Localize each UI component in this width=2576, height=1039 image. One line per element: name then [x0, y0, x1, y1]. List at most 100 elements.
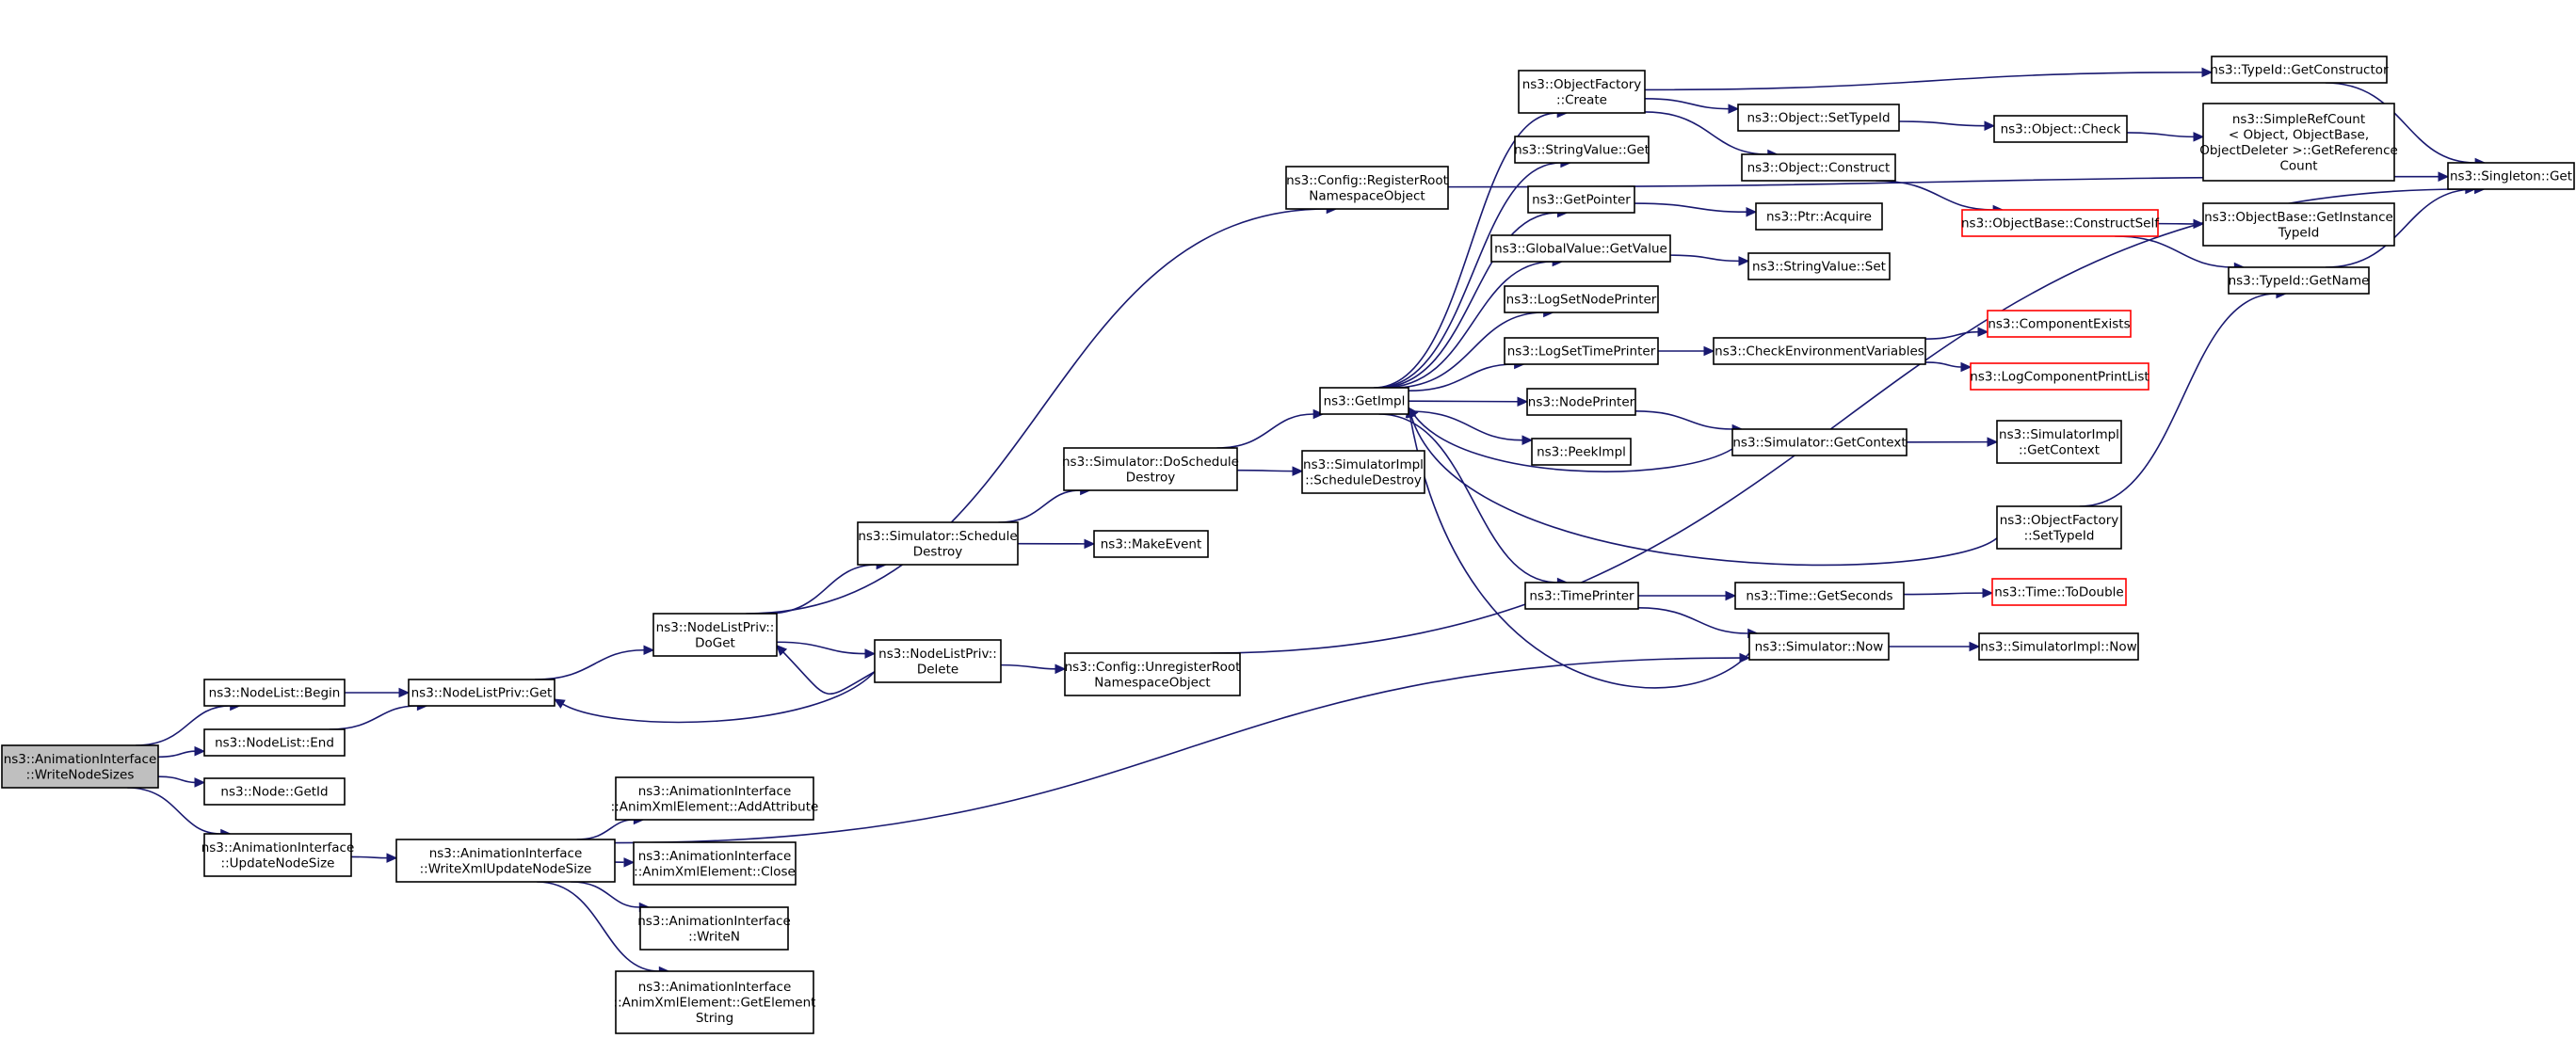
node-get-elem[interactable]: ns3::AnimationInterface::AnimXmlElement:…: [614, 970, 816, 1034]
edge-getpointer-to-ptr-acquire: [1634, 202, 1747, 214]
node-simplerefcount[interactable]: ns3::SimpleRefCount< Object, ObjectBase,…: [2199, 103, 2398, 182]
node-singleton-get[interactable]: ns3::Singleton::Get: [2447, 162, 2575, 190]
node-label-line: String: [696, 1011, 733, 1026]
node-box: [615, 776, 814, 821]
arrowhead: [1738, 256, 1750, 266]
node-label-line: NamespaceObject: [1094, 675, 1210, 690]
arrowhead: [398, 687, 411, 698]
node-label-line: ns3::ObjectFactory: [2000, 513, 2119, 528]
edge-objfactory-create-to-object-construct: [1644, 111, 1768, 155]
node-label-line: ns3::Config::RegisterRoot: [1286, 173, 1448, 188]
node-nl-end[interactable]: ns3::NodeList::End: [203, 728, 346, 757]
edge-sim-now-to-getimpl: [1409, 416, 1750, 689]
node-nlp-doget[interactable]: ns3::NodeListPriv::DoGet: [652, 613, 778, 657]
node-write-xml[interactable]: ns3::AnimationInterface::WriteXmlUpdateN…: [395, 839, 616, 883]
node-getimpl[interactable]: ns3::GetImpl: [1319, 387, 1409, 415]
node-box: [633, 841, 797, 886]
node-label-line: Count: [2279, 158, 2317, 173]
arrowhead: [1521, 435, 1534, 445]
node-time-todouble[interactable]: ns3::Time::ToDouble: [1991, 578, 2127, 606]
node-simimpl-now[interactable]: ns3::SimulatorImpl::Now: [1978, 632, 2139, 661]
node-timeprinter[interactable]: ns3::TimePrinter: [1524, 582, 1639, 610]
arrowhead: [1517, 396, 1529, 408]
edge-objfactory-settypeid-to-typeid-getname: [2079, 293, 2277, 507]
node-box: [1734, 582, 1905, 610]
node-add-attr[interactable]: ns3::AnimationInterface::AnimXmlElement:…: [611, 776, 819, 821]
node-sim-sched-destroy[interactable]: ns3::Simulator::ScheduleDestroy: [857, 521, 1019, 566]
node-globalvalue-getvalue[interactable]: ns3::GlobalValue::GetValue: [1490, 234, 1671, 263]
node-root[interactable]: ns3::AnimationInterface::WriteNodeSizes: [1, 744, 159, 789]
node-label-line: ns3::Ptr::Acquire: [1766, 210, 1872, 225]
node-box: [1747, 252, 1891, 280]
node-peekimpl[interactable]: ns3::PeekImpl: [1531, 438, 1632, 466]
node-label-line: ::WriteXmlUpdateNodeSize: [420, 861, 592, 876]
edge-nl-end-to-nlp-get: [329, 705, 418, 730]
edge-nlp-delete-to-nlp-doget: [782, 651, 876, 695]
edge-globalvalue-getvalue-to-stringvalue-set: [1669, 254, 1740, 263]
node-label-line: ns3::MakeEvent: [1101, 537, 1202, 552]
node-label-line: ns3::NodeList::End: [215, 736, 334, 751]
edge-checkenv-to-component-exists: [1924, 330, 1979, 340]
node-checkenv[interactable]: ns3::CheckEnvironmentVariables: [1713, 337, 1926, 365]
node-box: [1301, 450, 1425, 494]
node-object-check[interactable]: ns3::Object::Check: [1993, 115, 2128, 143]
edge-nlp-doget-to-sim-sched-destroy: [766, 564, 877, 615]
node-label-line: ns3::AnimationInterface: [638, 784, 792, 799]
node-object-settypeid[interactable]: ns3::Object::SetTypeId: [1737, 104, 1900, 132]
node-logsettimeprinter[interactable]: ns3::LogSetTimePrinter: [1504, 337, 1659, 365]
node-box: [1731, 428, 1908, 456]
node-nodeprinter[interactable]: ns3::NodePrinter: [1526, 388, 1636, 416]
node-label-line: ::UpdateNodeSize: [221, 855, 335, 871]
node-label-line: ns3::AnimationInterface: [4, 752, 157, 767]
node-box: [1, 744, 159, 789]
node-typeid-getconstructor[interactable]: ns3::TypeId::GetConstructor: [2210, 56, 2389, 84]
node-label-line: ns3::Simulator::Schedule: [858, 529, 1017, 544]
node-box: [408, 679, 555, 707]
node-nlp-delete[interactable]: ns3::NodeListPriv::Delete: [874, 639, 1002, 683]
node-box: [1319, 387, 1409, 415]
node-cfg-unreg[interactable]: ns3::Config::UnregisterRootNamespaceObje…: [1064, 652, 1241, 696]
node-sim-now[interactable]: ns3::Simulator::Now: [1748, 632, 1890, 661]
node-sim-getcontext[interactable]: ns3::Simulator::GetContext: [1731, 428, 1908, 456]
node-time-getseconds[interactable]: ns3::Time::GetSeconds: [1734, 582, 1905, 610]
node-logcomponentprintlist[interactable]: ns3::LogComponentPrintList: [1970, 362, 2149, 391]
node-update-node-size[interactable]: ns3::AnimationInterface::UpdateNodeSize: [201, 833, 355, 877]
node-box: [395, 839, 616, 883]
node-label-line: ns3::LogSetNodePrinter: [1506, 293, 1657, 308]
node-simimpl-getcontext[interactable]: ns3::SimulatorImpl::GetContext: [1996, 420, 2122, 464]
node-nl-begin[interactable]: ns3::NodeList::Begin: [203, 679, 346, 707]
edge-getimpl-to-nodeprinter: [1408, 400, 1519, 403]
node-label-line: ::Create: [1556, 92, 1607, 107]
node-objfactory-settypeid[interactable]: ns3::ObjectFactory::SetTypeId: [1996, 505, 2122, 550]
arrowhead: [1746, 206, 1758, 217]
edge-typeid-getname-to-singleton-get: [2325, 188, 2475, 268]
node-label-line: ns3::TimePrinter: [1529, 589, 1634, 604]
node-object-construct[interactable]: ns3::Object::Construct: [1741, 153, 1896, 182]
node-typeid-getname[interactable]: ns3::TypeId::GetName: [2228, 266, 2370, 295]
node-node-getid[interactable]: ns3::Node::GetId: [203, 777, 346, 806]
edge-getimpl-to-getpointer: [1378, 212, 1558, 389]
node-box: [1991, 578, 2127, 606]
node-stringvalue-get[interactable]: ns3::StringValue::Get: [1514, 136, 1650, 164]
node-stringvalue-set[interactable]: ns3::StringValue::Set: [1747, 252, 1891, 280]
node-simimpl-sched-destroy[interactable]: ns3::SimulatorImpl::ScheduleDestroy: [1301, 450, 1425, 494]
node-component-exists[interactable]: ns3::ComponentExists: [1987, 310, 2132, 338]
node-objectbase-constructself[interactable]: ns3::ObjectBase::ConstructSelf: [1961, 209, 2160, 237]
node-writen[interactable]: ns3::AnimationInterface::WriteN: [637, 906, 791, 951]
edge-sim-do-sched-destroy-to-simimpl-sched-destroy: [1236, 469, 1294, 472]
node-label-line: ns3::StringValue::Get: [1514, 143, 1650, 158]
node-getpointer[interactable]: ns3::GetPointer: [1527, 185, 1635, 214]
node-logsetnodeprinter[interactable]: ns3::LogSetNodePrinter: [1504, 285, 1659, 313]
node-close[interactable]: ns3::AnimationInterface::AnimXmlElement:…: [633, 841, 797, 886]
node-label-line: ::AnimXmlElement::AddAttribute: [611, 799, 819, 814]
node-objfactory-create[interactable]: ns3::ObjectFactory::Create: [1518, 70, 1646, 114]
node-label-line: ns3::LogComponentPrintList: [1970, 370, 2149, 385]
node-make-event[interactable]: ns3::MakeEvent: [1093, 530, 1209, 558]
arrowhead: [1292, 466, 1304, 476]
node-box: [2202, 103, 2395, 182]
node-ptr-acquire[interactable]: ns3::Ptr::Acquire: [1755, 202, 1883, 231]
node-nlp-get[interactable]: ns3::NodeListPriv::Get: [408, 679, 555, 707]
